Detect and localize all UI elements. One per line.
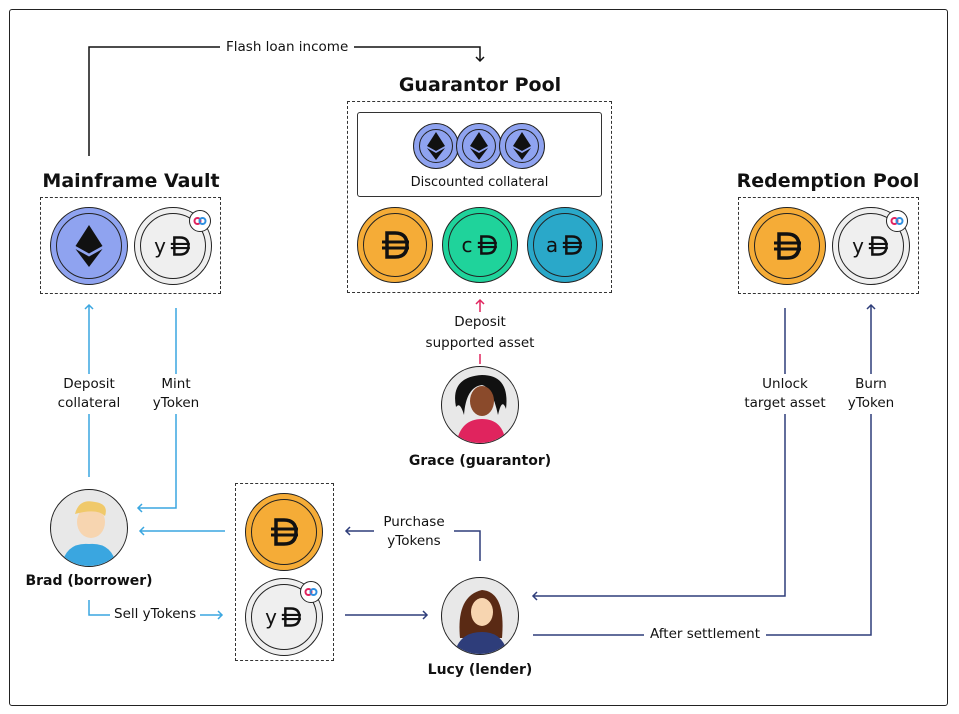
dai-icon xyxy=(271,518,298,546)
mainframe-logo-badge-redemption xyxy=(886,210,908,232)
eth-coin-discounted-1 xyxy=(413,123,459,169)
redemption-pool-box xyxy=(738,197,919,294)
dai-icon xyxy=(170,236,190,256)
cdai-coin-guarantor: c xyxy=(442,207,518,283)
dai-icon xyxy=(868,236,888,256)
deposit-supported-label-2: supported asset xyxy=(410,333,550,354)
ytoken-prefix: y xyxy=(154,234,166,258)
ethereum-icon xyxy=(470,132,488,160)
burn-ytoken-label-2: yToken xyxy=(836,393,906,414)
guarantor-pool-box xyxy=(347,101,612,293)
lucy-label: Lucy (lender) xyxy=(427,662,533,678)
ethereum-icon xyxy=(75,225,103,267)
market-box xyxy=(235,483,334,661)
guarantor-pool-title: Guarantor Pool xyxy=(398,74,562,96)
flash-loan-income-label: Flash loan income xyxy=(220,37,355,58)
eth-coin-discounted-2 xyxy=(456,123,502,169)
discounted-collateral-label: Discounted collateral xyxy=(410,175,549,190)
dai-icon xyxy=(477,235,497,255)
dai-icon xyxy=(281,607,301,627)
ytoken-prefix: y xyxy=(852,234,864,258)
cdai-prefix: c xyxy=(461,233,473,257)
redemption-pool-title: Redemption Pool xyxy=(736,170,920,192)
ethereum-icon xyxy=(427,132,445,160)
unlock-target-line xyxy=(531,308,786,601)
grace-avatar xyxy=(441,366,519,444)
brad-avatar xyxy=(50,489,128,567)
deposit-collateral-label-2: collateral xyxy=(50,393,128,414)
grace-label: Grace (guarantor) xyxy=(408,453,552,469)
adai-prefix: a xyxy=(545,233,559,257)
mainframe-vault-title: Mainframe Vault xyxy=(42,170,220,192)
dai-icon xyxy=(562,235,583,255)
mainframe-logo-badge-vault xyxy=(189,210,211,232)
burn-ytoken-line xyxy=(533,303,876,636)
mainframe-logo-badge-market xyxy=(300,581,322,603)
eth-coin-discounted-3 xyxy=(499,123,545,169)
dai-coin-redemption xyxy=(748,207,826,285)
mint-ytoken-label-1: Mint xyxy=(142,374,210,395)
unlock-target-label-2: target asset xyxy=(740,393,830,414)
dai-coin-guarantor xyxy=(357,207,433,283)
adai-coin-guarantor: a xyxy=(527,207,603,283)
mint-ytoken-label-2: yToken xyxy=(142,393,210,414)
ytoken-prefix: y xyxy=(265,605,277,629)
eth-coin-vault xyxy=(50,207,128,285)
burn-ytoken-label-1: Burn xyxy=(836,374,906,395)
ethereum-icon xyxy=(513,132,531,160)
after-settlement-label: After settlement xyxy=(644,624,766,645)
dai-icon xyxy=(382,231,409,259)
purchase-ytokens-label-1: Purchase xyxy=(374,512,454,533)
dai-icon xyxy=(774,232,801,260)
unlock-target-label-1: Unlock xyxy=(740,374,830,395)
brad-label: Brad (borrower) xyxy=(25,573,153,589)
sell-ytokens-label: Sell yTokens xyxy=(110,604,201,625)
dai-coin-market xyxy=(245,493,323,571)
lucy-avatar xyxy=(441,577,519,655)
diagram-frame xyxy=(9,9,948,706)
deposit-supported-label-1: Deposit xyxy=(430,312,530,333)
deposit-collateral-label-1: Deposit xyxy=(50,374,128,395)
discounted-collateral-box xyxy=(357,112,602,197)
purchase-ytokens-label-2: yTokens xyxy=(374,531,454,552)
mainframe-vault-box xyxy=(40,197,221,294)
